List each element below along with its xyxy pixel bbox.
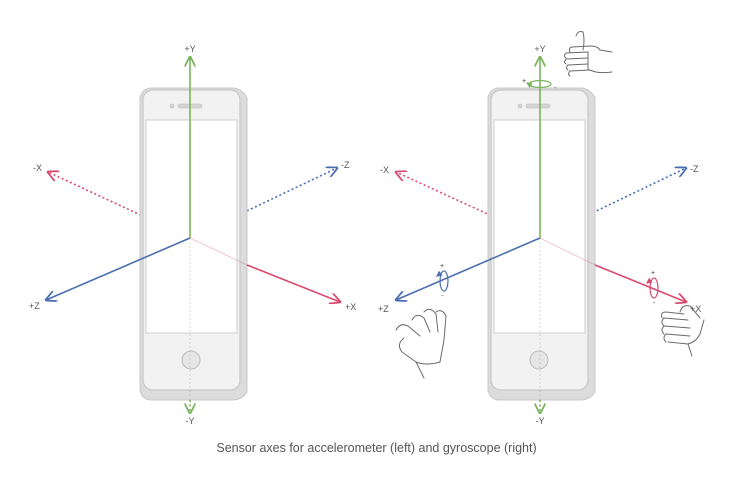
z-rotation-indicator: + - [436, 263, 449, 300]
right-hand-icon [661, 305, 705, 357]
minus-x-axis-line [48, 172, 191, 239]
plus-z-label: +Z [378, 304, 389, 314]
thumbs-up-hand-icon [564, 31, 613, 77]
minus-y-label: -Y [186, 416, 195, 426]
rotation-arrow-icon [525, 82, 533, 89]
phone-illustration-right [487, 87, 596, 401]
z-rotation-plus-sign: + [440, 263, 444, 270]
rotation-arrow-icon [646, 277, 653, 284]
plus-z-axis-line [396, 237, 541, 300]
minus-x-label: -X [33, 163, 42, 173]
y-rotation-indicator: + - [522, 78, 557, 92]
rotation-arrow-icon [436, 270, 443, 277]
minus-z-label: -Z [341, 160, 350, 170]
figure-caption: Sensor axes for accelerometer (left) and… [216, 441, 537, 455]
plus-y-label: +Y [534, 44, 545, 54]
minus-y-label: -Y [536, 416, 545, 426]
plus-z-axis-line [46, 237, 191, 300]
phone-illustration-left [139, 87, 248, 401]
y-rotation-minus-sign: - [554, 85, 557, 92]
plus-x-axis-line [594, 264, 686, 302]
minus-x-axis-line [396, 172, 541, 239]
y-rotation-plus-sign: + [522, 78, 526, 85]
x-rotation-indicator: + - [646, 270, 659, 307]
x-rotation-minus-sign: - [653, 300, 656, 307]
x-rotation-plus-sign: + [651, 270, 655, 277]
accelerometer-diagram: +Y -Y +X -X +Z -Z [29, 44, 356, 426]
plus-x-axis-line [246, 264, 340, 302]
plus-y-label: +Y [184, 44, 195, 54]
gyroscope-diagram: + - + - + - [378, 31, 705, 426]
minus-z-label: -Z [690, 164, 699, 174]
left-hand-icon [395, 308, 447, 379]
plus-x-label: +X [345, 302, 356, 312]
minus-x-label: -X [380, 165, 389, 175]
plus-x-label: +X [690, 304, 701, 314]
z-rotation-minus-sign: - [441, 293, 444, 300]
plus-z-label: +Z [29, 301, 40, 311]
